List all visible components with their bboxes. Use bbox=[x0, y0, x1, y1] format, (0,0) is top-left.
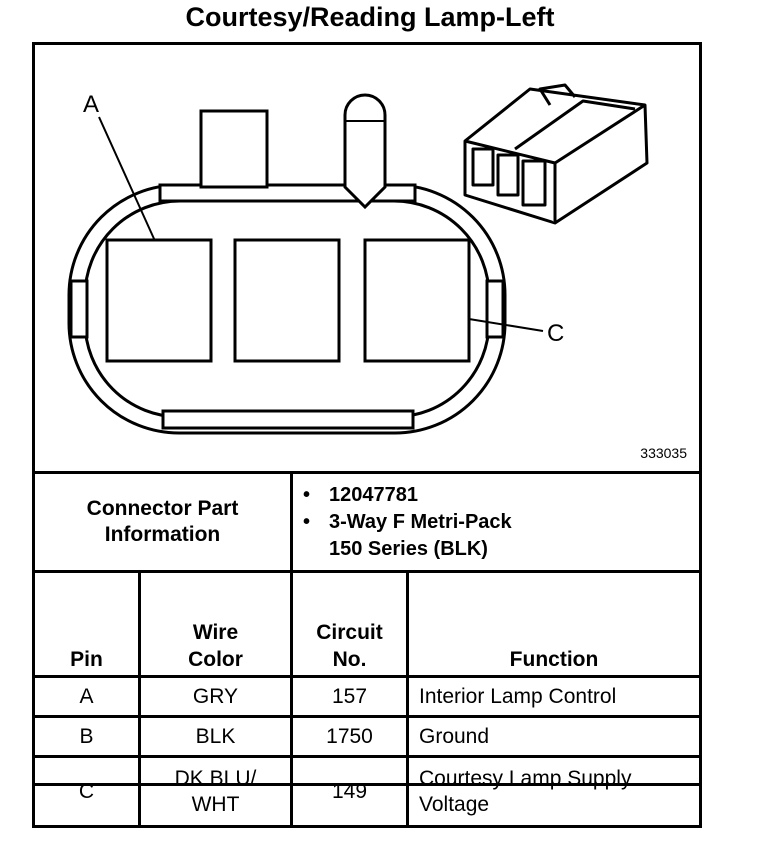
connector-figure-frame: A C 333035 Connector Part Information • … bbox=[32, 42, 702, 828]
cavity-c bbox=[363, 238, 471, 363]
wire-color-cell: GRY bbox=[138, 675, 293, 718]
connector-description-2: 150 Series (BLK) bbox=[329, 537, 488, 560]
connector-diagram: A C 333035 bbox=[35, 45, 699, 471]
table-row: B BLK 1750 Ground bbox=[32, 715, 702, 758]
part-number: 12047781 bbox=[329, 483, 418, 506]
bullet-icon: • bbox=[303, 510, 311, 533]
wire-color-cell: BLK bbox=[138, 715, 293, 758]
header-pin: Pin bbox=[32, 570, 141, 678]
connector-description-1: 3-Way F Metri-Pack bbox=[329, 510, 512, 533]
connector-info-details: • 12047781 • 3-Way F Metri-Pack 150 Seri… bbox=[290, 471, 702, 573]
cavity-b bbox=[233, 238, 341, 363]
callout-c-leader bbox=[468, 318, 544, 332]
pin-cell: C bbox=[32, 755, 141, 828]
key-block bbox=[199, 109, 269, 189]
callout-a-label: A bbox=[83, 91, 100, 118]
description-line: • 3-Way F Metri-Pack bbox=[303, 509, 699, 536]
latch bbox=[343, 93, 387, 210]
circuit-cell: 157 bbox=[290, 675, 409, 718]
pin-cell: B bbox=[32, 715, 141, 758]
part-number-line: • 12047781 bbox=[303, 482, 699, 509]
bottom-rib bbox=[161, 409, 415, 430]
figure-number: 333035 bbox=[640, 445, 687, 461]
callout-c-label: C bbox=[547, 320, 565, 347]
function-cell: Ground bbox=[406, 715, 702, 758]
callout-a-leader bbox=[98, 116, 156, 242]
wire-color-cell: DK BLU/WHT bbox=[138, 755, 293, 828]
page-title: Courtesy/Reading Lamp-Left bbox=[185, 2, 555, 32]
pin-cell: A bbox=[32, 675, 141, 718]
circuit-cell: 1750 bbox=[290, 715, 409, 758]
header-function: Function bbox=[406, 570, 702, 678]
right-side-tab bbox=[485, 279, 505, 339]
left-side-tab bbox=[69, 279, 89, 339]
connector-face-drawing bbox=[67, 83, 649, 435]
description-line-2: 150 Series (BLK) bbox=[329, 536, 699, 563]
circuit-cell: 149 bbox=[290, 755, 409, 828]
cavity-a bbox=[105, 238, 213, 363]
connector-info-label-text: Connector Part Information bbox=[86, 497, 239, 546]
connector-info-table: Connector Part Information • 12047781 • … bbox=[32, 471, 702, 573]
connector-isometric-sketch bbox=[463, 83, 649, 225]
function-cell: Interior Lamp Control bbox=[406, 675, 702, 718]
bullet-icon: • bbox=[303, 483, 311, 506]
table-row: A GRY 157 Interior Lamp Control bbox=[32, 675, 702, 718]
connector-info-label: Connector Part Information bbox=[32, 471, 293, 573]
